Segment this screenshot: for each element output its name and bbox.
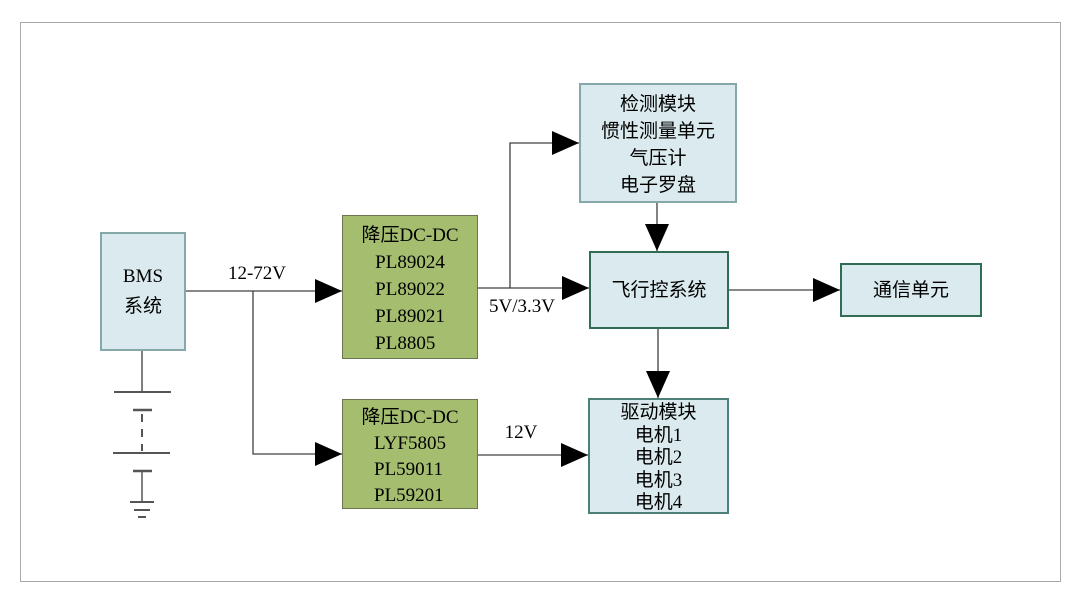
sensor-line: 检测模块: [619, 94, 696, 115]
drive-line: 驱动模块: [620, 402, 697, 423]
node-label: 通信单元: [872, 279, 949, 301]
buck-dcdc-top-node: 降压DC-DC PL89024 PL89022 PL89021 PL8805: [342, 215, 478, 359]
sensor-line: 电子罗盘: [619, 175, 696, 196]
part-number: PL8805: [375, 333, 436, 354]
voltage-label-bms-out: 12-72V: [227, 263, 287, 284]
flight-control-node: 飞行控系统: [589, 251, 729, 329]
bms-line: 系统: [123, 295, 162, 317]
sensor-line: 气压计: [629, 148, 687, 169]
buck-dcdc-bottom-node: 降压DC-DC LYF5805 PL59011 PL59201: [342, 399, 478, 509]
node-title: 降压DC-DC: [361, 225, 459, 246]
part-number: PL59201: [374, 485, 444, 506]
part-number: PL89024: [375, 252, 445, 273]
part-number: PL59011: [374, 459, 443, 480]
part-number: PL89021: [375, 306, 445, 327]
sensor-line: 惯性测量单元: [600, 121, 715, 142]
sensor-module-node: 检测模块 惯性测量单元 气压计 电子罗盘: [579, 83, 737, 203]
part-number: LYF5805: [374, 433, 446, 454]
comm-unit-node: 通信单元: [840, 263, 982, 317]
drive-line: 电机3: [634, 469, 683, 491]
node-label: 飞行控系统: [611, 279, 707, 301]
voltage-label-dcdc-bottom-out: 12V: [504, 422, 538, 443]
diagram-frame: [20, 22, 1061, 582]
drive-line: 电机4: [634, 492, 683, 513]
voltage-label-dcdc-top-out: 5V/3.3V: [489, 296, 555, 317]
node-title: 降压DC-DC: [361, 407, 459, 428]
drive-line: 电机1: [634, 424, 683, 446]
bms-node: BMS 系统: [100, 232, 186, 351]
drive-line: 电机2: [634, 447, 683, 468]
bms-line: BMS: [122, 265, 164, 287]
part-number: PL89022: [375, 279, 445, 300]
drive-module-node: 驱动模块 电机1 电机2 电机3 电机4: [588, 398, 729, 514]
